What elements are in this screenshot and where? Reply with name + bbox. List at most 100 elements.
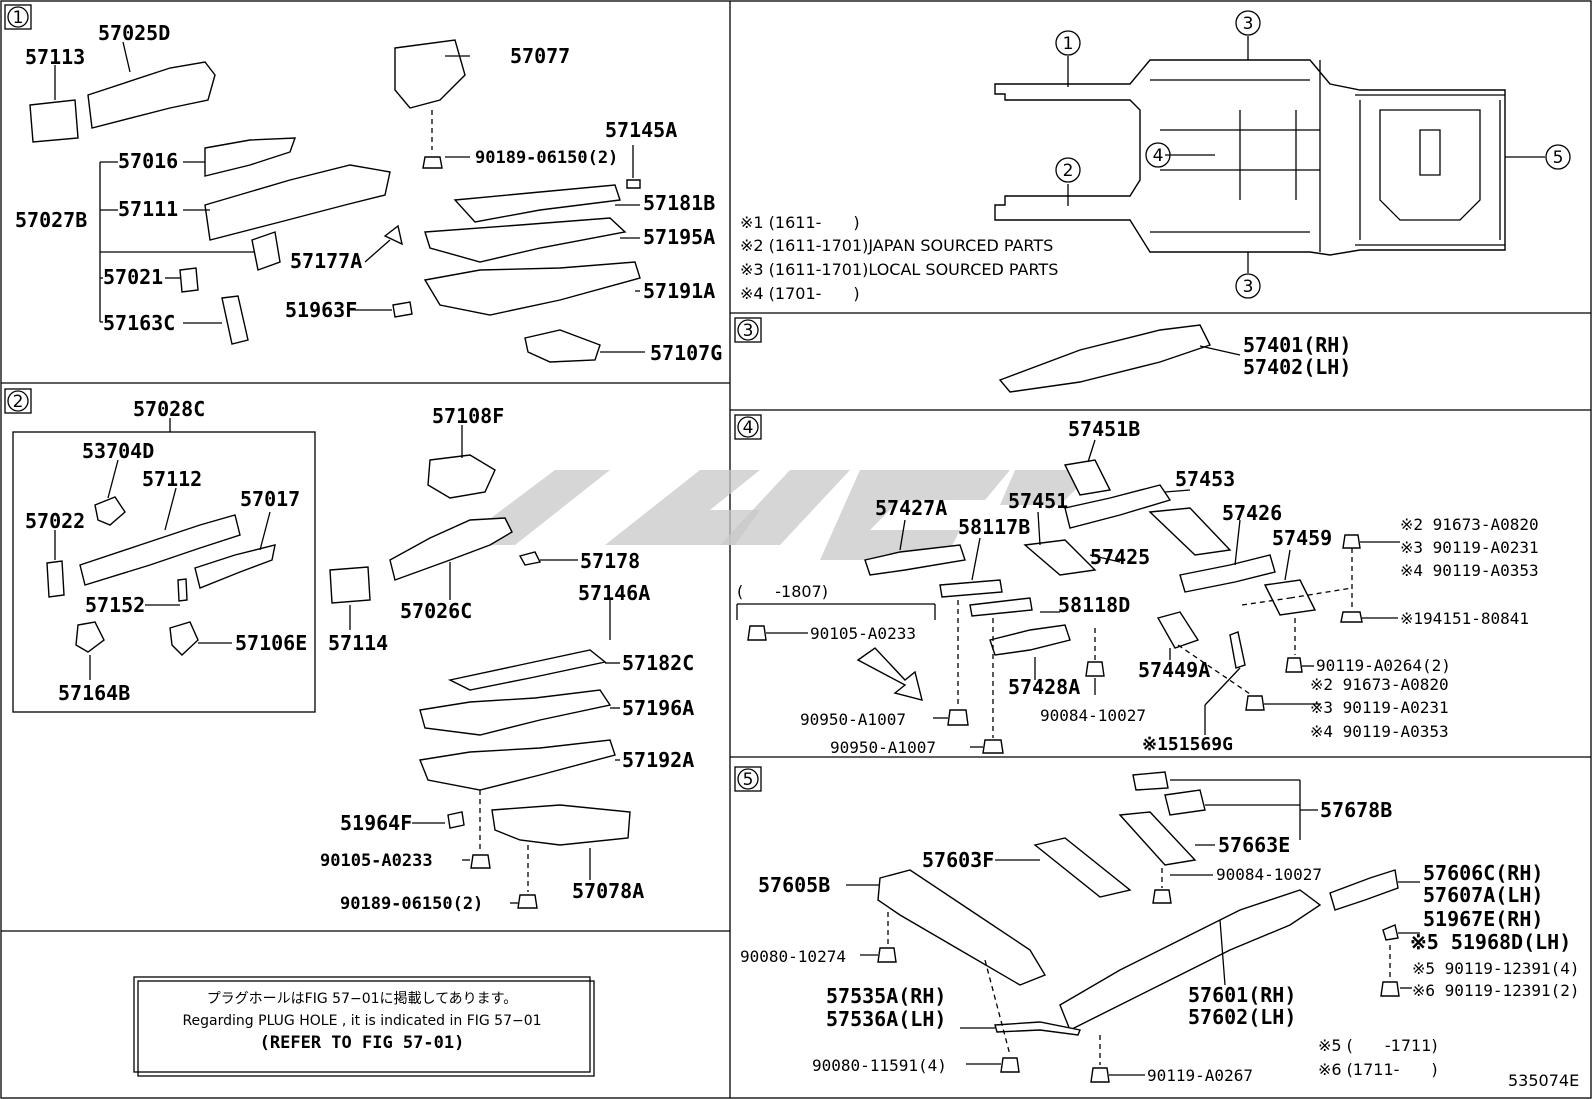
part-57196A-shape <box>419 689 612 736</box>
label-57535A-RH: 57535A(RH) <box>826 984 946 1008</box>
part-57112-shape <box>79 514 241 586</box>
label-lower-90119-A0231: ※3 90119-A0231 <box>1310 698 1449 717</box>
overview-callout-2: 2 <box>1063 161 1074 181</box>
part-57022-shape <box>46 560 65 598</box>
section-number-5: 5 <box>743 770 754 790</box>
label-57195A: 57195A <box>643 225 715 249</box>
label-90084-10027: 90084-10027 <box>1040 706 1146 725</box>
label-57021: 57021 <box>103 265 163 289</box>
label-90119-12391-4: ※5 90119-12391(4) <box>1412 959 1580 978</box>
label-57114: 57114 <box>328 631 388 655</box>
overview-callout-1: 1 <box>1063 34 1074 54</box>
frame-overview: 1 2 3 3 4 5 ※1 (1611- ) ※2 (1611-1701)JA… <box>740 10 1571 303</box>
bolt-91673-lower-shape <box>1245 695 1265 711</box>
label-57602-LH: 57602(LH) <box>1188 1005 1296 1029</box>
part-57678B-top-shape <box>1132 771 1169 791</box>
label-57025D: 57025D <box>98 21 170 45</box>
part-57025D-shape <box>87 61 216 129</box>
part-57026C-shape <box>389 517 513 581</box>
label-57451B: 57451B <box>1068 417 1140 441</box>
part-57678B-shape <box>1164 789 1206 816</box>
part-53704D-shape <box>94 496 126 526</box>
label-51963F: 51963F <box>285 298 357 322</box>
part-57535A-shape <box>994 1021 1081 1036</box>
label-57605B: 57605B <box>758 873 830 897</box>
washer-94151-shape <box>1340 611 1363 623</box>
label-57145A: 57145A <box>605 118 677 142</box>
part-bracket-shape <box>251 231 281 271</box>
part-57017-shape <box>194 544 276 589</box>
plug-note-japanese: プラグホールはFIG 57−01に掲載してあります。 <box>207 991 518 1007</box>
part-57449A-shape <box>1156 611 1200 649</box>
label-57028C: 57028C <box>133 397 205 421</box>
label-90189-06150: 90189-06150(2) <box>340 894 483 914</box>
label-90119-A0353: ※4 90119-A0353 <box>1400 561 1539 580</box>
bolt-90105-shape <box>470 854 491 869</box>
overview-note-3: ※3 (1611-1701)LOCAL SOURCED PARTS <box>740 260 1058 279</box>
note-5: ※5 ( -1711) <box>1318 1036 1438 1055</box>
label-57191A: 57191A <box>643 279 715 303</box>
label-90189-06150: 90189-06150(2) <box>475 148 618 168</box>
bolt-90080-10274-shape <box>877 947 897 963</box>
label-57402-LH: 57402(LH) <box>1243 355 1351 379</box>
part-57663E-shape <box>1118 811 1197 866</box>
part-57401-shape <box>998 324 1211 393</box>
label-57027B: 57027B <box>15 208 87 232</box>
plug-note-english: Regarding PLUG HOLE , it is indicated in… <box>182 1013 541 1029</box>
label-58117B: 58117B <box>958 515 1030 539</box>
part-57145A-shape <box>626 179 641 189</box>
label-57078A: 57078A <box>572 879 644 903</box>
label-57603F: 57603F <box>922 848 994 872</box>
overview-callout-5: 5 <box>1553 148 1564 168</box>
label-57663E: 57663E <box>1218 833 1290 857</box>
clip-90950-a-shape <box>947 709 969 726</box>
overview-note-1: ※1 (1611- ) <box>740 213 860 232</box>
part-57078A-shape <box>491 804 631 846</box>
label-57196A: 57196A <box>622 696 694 720</box>
label-90119-12391-2: ※6 90119-12391(2) <box>1412 981 1580 1000</box>
label-57606C-RH: 57606C(RH) <box>1423 861 1543 885</box>
part-57177A-shape <box>383 224 403 246</box>
part-51569G-shape <box>1229 631 1246 669</box>
label-53704D: 53704D <box>82 439 154 463</box>
plug-note-refer: (REFER TO FIG 57-01) <box>260 1033 465 1053</box>
section-number-1: 1 <box>13 8 24 28</box>
part-57181B-shape <box>453 184 621 223</box>
part-57106E-shape <box>169 621 199 656</box>
label-57106E: 57106E <box>235 631 307 655</box>
part-57021-shape <box>179 267 199 293</box>
label-90084-10027: 90084-10027 <box>1216 865 1322 884</box>
part-57016-shape <box>204 137 297 177</box>
part-57191A-shape <box>423 261 641 316</box>
clip-90950-b-shape <box>982 739 1004 754</box>
bolt-90189-shape <box>517 894 538 909</box>
label-57453: 57453 <box>1175 467 1235 491</box>
label-90105-A0233: 90105-A0233 <box>320 851 433 871</box>
bolt-90189-shape <box>422 156 443 169</box>
part-57605B-shape <box>877 869 1047 986</box>
label-57111: 57111 <box>118 197 178 221</box>
label-57017: 57017 <box>240 487 300 511</box>
bolt-90119-A0267-shape <box>1090 1067 1110 1083</box>
part-57077-shape <box>394 39 466 109</box>
overview-callout-3-bottom: 3 <box>1243 277 1254 297</box>
label-57426: 57426 <box>1222 501 1282 525</box>
label-57182C: 57182C <box>622 651 694 675</box>
part-57108F-shape <box>427 454 496 499</box>
label-57022: 57022 <box>25 509 85 533</box>
label-51964F: 51964F <box>340 811 412 835</box>
overview-callout-4: 4 <box>1153 146 1164 166</box>
part-57113-shape <box>29 99 79 143</box>
label-90950-A1007-a: 90950-A1007 <box>800 710 906 729</box>
label-57152: 57152 <box>85 593 145 617</box>
part-57192A-shape <box>419 739 616 791</box>
section-5: 5 57678B 57663 <box>734 766 1580 1085</box>
label-57164B: 57164B <box>58 681 130 705</box>
part-57111-shape <box>204 164 391 241</box>
part-58118D-shape <box>969 597 1033 617</box>
part-57178-shape <box>518 551 542 566</box>
label-57016: 57016 <box>118 149 178 173</box>
label-57112: 57112 <box>142 467 202 491</box>
